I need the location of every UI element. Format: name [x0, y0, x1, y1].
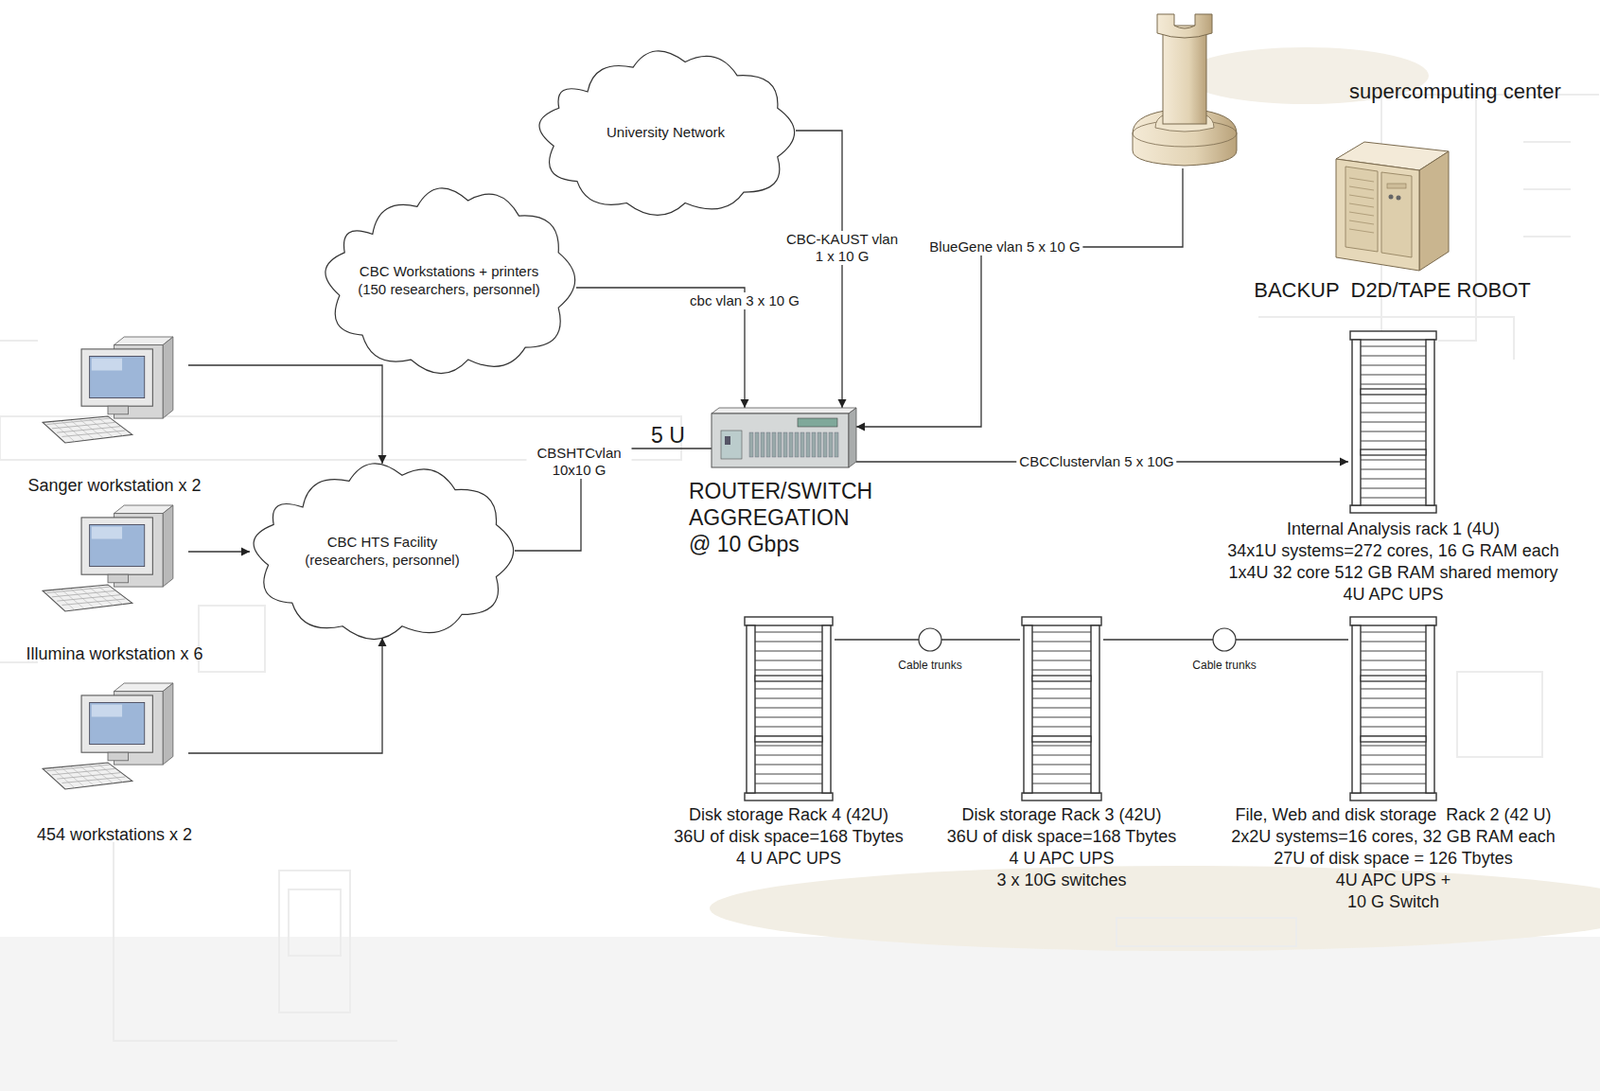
- cable-trunk-symbol: [918, 628, 942, 651]
- node-label: 5 U: [650, 422, 686, 449]
- server-rack: Internal Analysis rack 1 (4U)34x1U syste…: [1348, 331, 1439, 513]
- node-label: 36U of disk space=168 Tbytes: [673, 826, 903, 848]
- node-label: File, Web and disk storage Rack 2 (42 U): [1230, 804, 1556, 827]
- workstation-icon: Illumina workstation x 6: [40, 505, 189, 613]
- node-label: 1x4U 32 core 512 GB RAM shared memory: [1227, 562, 1560, 584]
- server-rack-outline: [742, 616, 835, 801]
- text-group: BACKUP D2D/TAPE ROBOT: [1253, 278, 1531, 303]
- backup-robot: BACKUP D2D/TAPE ROBOT: [1336, 138, 1449, 271]
- text-group: Disk storage Rack 3 (42U)36U of disk spa…: [947, 804, 1177, 892]
- node-label: Disk storage Rack 3 (42U): [947, 804, 1177, 827]
- connector-label: BlueGene vlan 5 x 10 G: [926, 238, 1083, 256]
- node-label: 2x2U systems=16 cores, 32 GB RAM each: [1230, 826, 1556, 848]
- connector: [188, 365, 383, 464]
- node-label: 36U of disk space=168 Tbytes: [947, 826, 1177, 848]
- text-group: Sanger workstation x 2: [27, 474, 201, 496]
- cloud-network: University Network: [535, 51, 796, 214]
- node-label: (150 researchers, personnel): [357, 280, 541, 299]
- node-label: BACKUP D2D/TAPE ROBOT: [1253, 278, 1531, 303]
- node-label: Disk storage Rack 4 (42U): [673, 804, 903, 827]
- connector: [1103, 628, 1349, 651]
- connector: [795, 130, 843, 408]
- server-rack-outline: [1348, 616, 1439, 801]
- backup-robot-outline: [1336, 138, 1449, 271]
- connector-line: [188, 365, 383, 464]
- cloud-network: CBC Workstations + printers(150 research…: [321, 188, 577, 372]
- supercomputer-tower: supercomputing center: [1126, 12, 1243, 169]
- node-label: 4U APC UPS +: [1230, 869, 1556, 892]
- connector: [188, 637, 383, 754]
- router-switch-outline: [711, 407, 857, 468]
- connector-label: cbc vlan 3 x 10 G: [686, 292, 803, 310]
- server-rack: File, Web and disk storage Rack 2 (42 U)…: [1348, 616, 1439, 801]
- text-group: Illumina workstation x 6: [25, 643, 203, 665]
- node-label: 4 U APC UPS: [673, 847, 903, 870]
- node-label: ROUTER/SWITCH: [688, 477, 873, 505]
- cloud-network-outline: [321, 188, 577, 372]
- text-group: File, Web and disk storage Rack 2 (42 U)…: [1230, 804, 1556, 914]
- workstation-icon: 454 workstations x 2: [40, 683, 189, 791]
- text-group: CBC HTS Facility(researchers, personnel): [249, 463, 515, 638]
- workstation-icon-outline: [40, 336, 189, 444]
- connector: [188, 551, 250, 553]
- connector: [834, 628, 1020, 651]
- node-label: AGGREGATION: [688, 504, 873, 531]
- node-label: Sanger workstation x 2: [27, 474, 201, 496]
- text-group: 5 U: [650, 422, 686, 449]
- text-group: University Network: [535, 51, 796, 214]
- node-label: 454 workstations x 2: [36, 824, 193, 845]
- node-label: 4 U APC UPS: [947, 847, 1177, 870]
- text-group: 454 workstations x 2: [36, 824, 193, 845]
- node-label: Illumina workstation x 6: [25, 643, 203, 665]
- node-label: (researchers, personnel): [304, 550, 459, 569]
- connector-label: CBCClustervlan 5 x 10G: [1016, 453, 1177, 471]
- node-label: 3 x 10G switches: [947, 869, 1177, 892]
- text-group: Internal Analysis rack 1 (4U)34x1U syste…: [1227, 518, 1560, 606]
- node-label: 4U APC UPS: [1227, 583, 1560, 606]
- node-label: @ 10 Gbps: [688, 530, 873, 558]
- connector-line: [188, 637, 383, 754]
- connector: [856, 168, 1183, 427]
- workstation-icon: Sanger workstation x 2: [40, 336, 189, 444]
- connector-label: Cable trunks: [1189, 658, 1259, 672]
- text-group: ROUTER/SWITCHAGGREGATION@ 10 Gbps: [688, 477, 873, 558]
- connector-label: CBSHTCvlan 10x10 G: [527, 444, 633, 479]
- server-rack: Disk storage Rack 3 (42U)36U of disk spa…: [1019, 616, 1104, 801]
- connector-line: [188, 550, 250, 552]
- cloud-network-outline: [249, 463, 515, 638]
- node-label: University Network: [606, 123, 725, 141]
- cloud-network: CBC HTS Facility(researchers, personnel): [249, 463, 515, 638]
- supercomputer-tower-outline: [1126, 12, 1243, 169]
- workstation-icon-outline: [40, 505, 189, 613]
- text-group: Disk storage Rack 4 (42U)36U of disk spa…: [673, 804, 903, 870]
- node-label: supercomputing center: [1349, 79, 1562, 105]
- connector-label: Cable trunks: [895, 658, 965, 672]
- server-rack: Disk storage Rack 4 (42U)36U of disk spa…: [742, 616, 835, 801]
- connector-line: [856, 168, 1183, 427]
- cable-trunk-symbol: [1213, 628, 1236, 651]
- node-label: CBC Workstations + printers: [359, 262, 539, 281]
- connector-line: [795, 130, 843, 408]
- server-rack-outline: [1019, 616, 1104, 801]
- text-group: CBC Workstations + printers(150 research…: [321, 188, 577, 372]
- router-switch: 5 UROUTER/SWITCHAGGREGATION@ 10 Gbps: [711, 407, 857, 468]
- node-label: 10 G Switch: [1230, 891, 1556, 914]
- text-group: supercomputing center: [1349, 79, 1562, 105]
- node-label: Internal Analysis rack 1 (4U): [1227, 518, 1560, 541]
- node-label: CBC HTS Facility: [327, 532, 439, 551]
- workstation-icon-outline: [40, 683, 189, 791]
- node-label: 27U of disk space = 126 Tbytes: [1230, 847, 1556, 870]
- connector-label: CBC-KAUST vlan 1 x 10 G: [778, 230, 906, 265]
- node-label: 34x1U systems=272 cores, 16 G RAM each: [1227, 540, 1560, 563]
- server-rack-outline: [1348, 331, 1439, 513]
